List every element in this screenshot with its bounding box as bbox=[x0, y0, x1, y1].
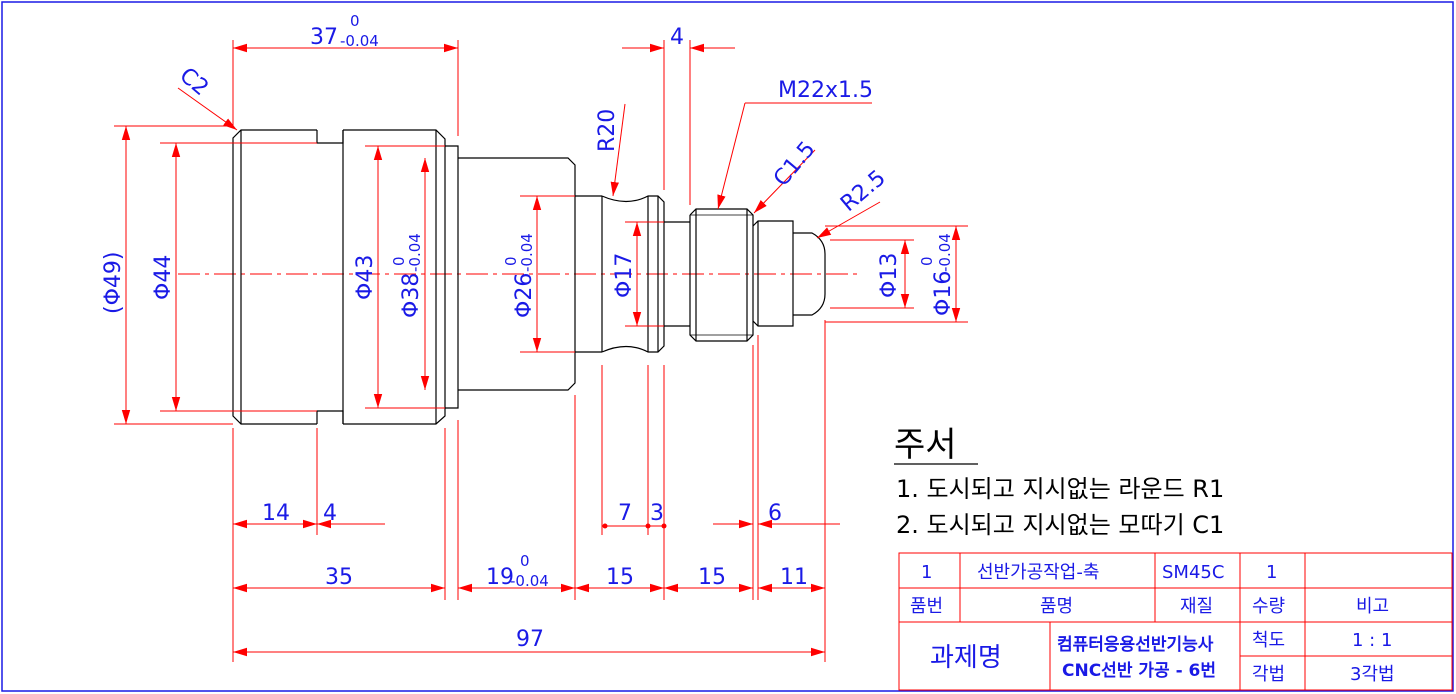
notes: 주서 1. 도시되고 지시없는 라운드 R1 2. 도시되고 지시없는 모따기 … bbox=[894, 425, 1224, 539]
dim-19-tol-up: 0 bbox=[520, 552, 530, 570]
tb-row1-material: SM45C bbox=[1162, 562, 1224, 583]
dim-3: 3 bbox=[650, 501, 664, 526]
dim-dia17: Φ17 bbox=[612, 253, 637, 298]
dim-4-top: 4 bbox=[670, 25, 684, 50]
tb-header-part-name: 품명 bbox=[1040, 596, 1073, 617]
tb-project-line-2: CNC선반 가공 - 6번 bbox=[1062, 661, 1216, 681]
tb-row1-no: 1 bbox=[921, 562, 932, 583]
dim-37: 37 bbox=[310, 25, 338, 50]
dim-7: 7 bbox=[618, 501, 632, 526]
extension-lines bbox=[114, 40, 968, 662]
tb-row1-qty: 1 bbox=[1266, 562, 1277, 583]
dim-37-tol-dn: -0.04 bbox=[340, 32, 379, 50]
dim-4-bottom: 4 bbox=[323, 501, 337, 526]
dim-dia44: Φ44 bbox=[151, 255, 176, 300]
label-m22: M22x1.5 bbox=[778, 78, 873, 103]
notes-line-1: 1. 도시되고 지시없는 라운드 R1 bbox=[896, 475, 1224, 503]
dimension-dots bbox=[602, 523, 667, 529]
dim-dia43: Φ43 bbox=[353, 255, 378, 300]
dim-dia49: (Φ49) bbox=[101, 252, 126, 314]
dimension-texts: 37 0 -0.04 4 C2 R20 M22x1.5 C1.5 R2.5 (Φ… bbox=[101, 12, 956, 652]
dim-dia16: Φ16 bbox=[931, 271, 956, 316]
dim-dia13: Φ13 bbox=[877, 253, 902, 298]
tb-scale-label: 척도 bbox=[1252, 630, 1285, 651]
dim-15-a: 15 bbox=[606, 565, 634, 590]
notes-line-2: 2. 도시되고 지시없는 모따기 C1 bbox=[896, 511, 1224, 539]
dimension-lines bbox=[121, 43, 961, 657]
dim-97: 97 bbox=[516, 627, 544, 652]
dim-dia26-tol-dn: -0.04 bbox=[518, 233, 536, 272]
shaft-outline bbox=[232, 129, 826, 425]
tb-header-material: 재질 bbox=[1180, 596, 1213, 617]
dim-dia16-tol-up: 0 bbox=[918, 256, 936, 266]
tb-project-label: 과제명 bbox=[930, 643, 1002, 673]
tb-header-no: 품번 bbox=[910, 596, 943, 617]
notes-title: 주서 bbox=[894, 425, 957, 465]
label-c2: C2 bbox=[174, 63, 213, 101]
tb-row1-part-name: 선반가공작업-축 bbox=[977, 562, 1099, 583]
tb-projection-value: 3각법 bbox=[1350, 664, 1395, 685]
tb-header-remark: 비고 bbox=[1356, 596, 1389, 617]
tb-scale-value: 1 : 1 bbox=[1352, 630, 1392, 651]
dim-6: 6 bbox=[768, 501, 782, 526]
label-c15: C1.5 bbox=[769, 137, 821, 192]
dim-11: 11 bbox=[780, 565, 808, 590]
title-block: 1 선반가공작업-축 SM45C 1 품번 품명 재질 수량 비고 과제명 컴퓨… bbox=[898, 552, 1453, 691]
dim-dia38: Φ38 bbox=[399, 273, 424, 318]
dim-dia26-tol-up: 0 bbox=[502, 256, 520, 266]
label-r25: R2.5 bbox=[836, 166, 891, 217]
dim-19-tol-dn: -0.04 bbox=[510, 572, 549, 590]
label-r20: R20 bbox=[595, 109, 620, 152]
tb-projection-label: 각법 bbox=[1252, 664, 1285, 685]
tb-project-line-1: 컴퓨터응용선반기능사 bbox=[1057, 634, 1214, 655]
tb-header-qty: 수량 bbox=[1252, 596, 1285, 617]
dim-dia38-tol-dn: -0.04 bbox=[406, 233, 424, 272]
dim-dia16-tol-dn: -0.04 bbox=[936, 233, 954, 272]
dim-dia38-tol-up: 0 bbox=[390, 256, 408, 266]
dim-15-b: 15 bbox=[698, 565, 726, 590]
dim-35: 35 bbox=[325, 565, 353, 590]
dim-14: 14 bbox=[262, 501, 290, 526]
dim-19: 19 bbox=[486, 565, 514, 590]
dim-37-tol-up: 0 bbox=[350, 12, 360, 30]
dim-dia26: Φ26 bbox=[512, 273, 537, 318]
